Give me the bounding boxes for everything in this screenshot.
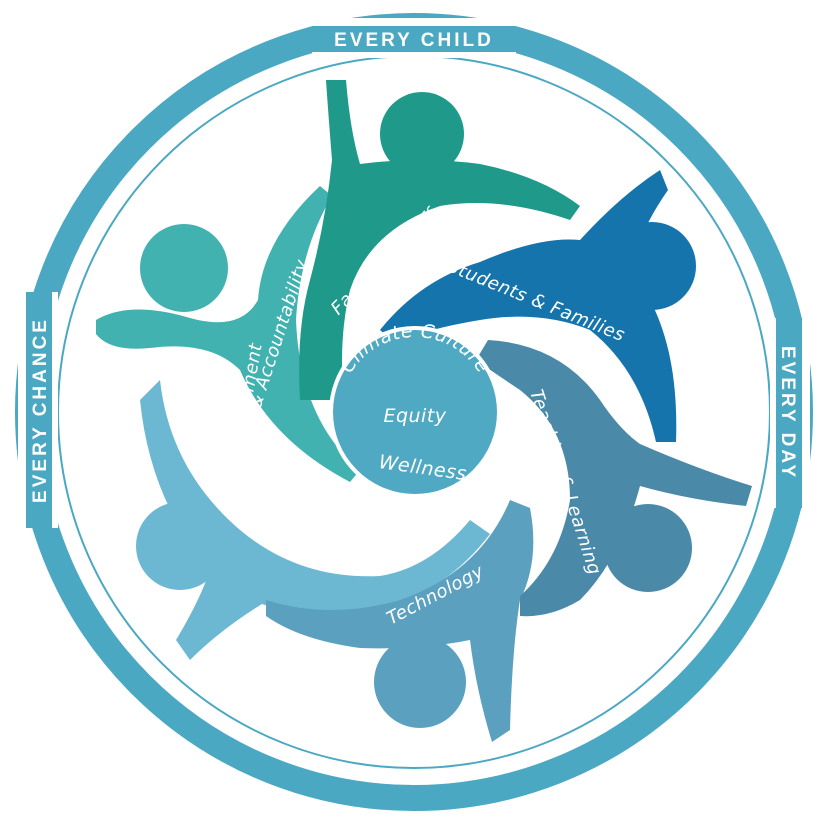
hub-label-middle: Equity	[383, 405, 446, 427]
figure-assessment	[96, 186, 360, 482]
figure-teaching	[476, 340, 752, 617]
figure-students	[380, 170, 696, 442]
head-technology	[374, 636, 466, 728]
head-students	[608, 222, 696, 310]
head-teaching	[604, 504, 692, 592]
ring-label-top: EVERY CHILD	[334, 30, 494, 51]
figure-fiscal	[136, 380, 490, 660]
head-assessment	[140, 224, 228, 312]
hub-circle	[329, 326, 501, 498]
head-faculty	[380, 92, 464, 176]
ring-label-right: EVERY DAY	[777, 346, 798, 480]
head-fiscal	[136, 502, 224, 590]
figure-technology	[266, 500, 534, 742]
figure-faculty	[299, 80, 580, 400]
ring-label-left: EVERY CHANCE	[30, 317, 51, 503]
